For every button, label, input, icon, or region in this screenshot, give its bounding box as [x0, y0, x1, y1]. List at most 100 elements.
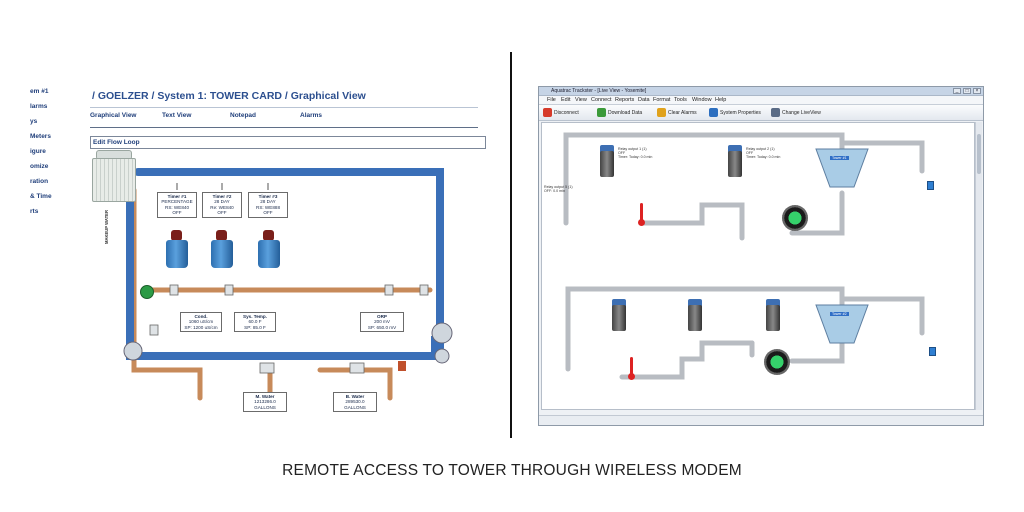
chemical-tank-icon — [166, 240, 188, 268]
reading-setpoint: SP: 650.0 mV — [367, 324, 397, 330]
reading-setpoint: SP: 1200 uS/cm — [184, 324, 218, 330]
nav-item[interactable]: ration — [30, 178, 49, 185]
toolbar-label: Clear Alarms — [668, 110, 697, 116]
water-meter-icon — [929, 347, 936, 356]
nav-item[interactable]: Meters — [30, 133, 51, 140]
chemical-feed-icon — [766, 305, 780, 331]
timer-box[interactable]: Timer #2 28 DAY Re: WE840 OFF — [202, 192, 242, 218]
tower-label[interactable]: Tower #2 — [830, 312, 849, 317]
close-icon[interactable]: × — [973, 88, 981, 94]
water-meter-box[interactable]: B. Water 289530.0 GALLONS — [333, 392, 377, 413]
toolbar-label: System Properties — [720, 110, 761, 116]
nav-item[interactable]: omize — [30, 163, 49, 170]
caption: REMOTE ACCESS TO TOWER THROUGH WIRELESS … — [282, 462, 742, 479]
reading-title: Cond. — [194, 314, 208, 319]
menu-reports[interactable]: Reports — [615, 97, 635, 103]
live-view-diagram — [563, 132, 925, 380]
reading-setpoint: SP: 85.0 F — [244, 324, 266, 330]
nav-item[interactable]: & Time — [30, 193, 52, 200]
change-liveview-button[interactable]: Change LiveView — [771, 108, 821, 118]
thermometer-icon — [628, 357, 635, 380]
nav-item[interactable]: rts — [30, 208, 39, 215]
disconnect-icon — [543, 108, 552, 118]
menu-format[interactable]: Format — [653, 97, 671, 103]
makeup-water-label: MAKEUP WATER — [104, 210, 109, 245]
meter-unit: GALLONS — [254, 404, 276, 410]
meter-icon — [349, 362, 365, 374]
cooling-tower — [92, 158, 136, 202]
pump-icon — [431, 322, 453, 344]
menu-help[interactable]: Help — [715, 97, 727, 103]
clear-alarms-button[interactable]: Clear Alarms — [657, 108, 697, 118]
gray-pipes — [563, 132, 925, 380]
divider — [90, 127, 478, 128]
edit-flow-loop-button[interactable]: Edit Flow Loop — [90, 136, 486, 149]
valve-icon — [398, 361, 406, 371]
meter-value: 289530.0 — [345, 399, 365, 405]
timer-box[interactable]: Timer #3 28 DAY RS: WE888 OFF — [248, 192, 288, 218]
temperature-box[interactable]: Sys. Temp. 60.0 F SP: 85.0 F — [234, 312, 276, 333]
nav-item[interactable]: larms — [30, 103, 48, 110]
menu-view[interactable]: View — [575, 97, 587, 103]
chemical-feed-icon — [612, 305, 626, 331]
tab-text-view[interactable]: Text View — [162, 112, 192, 119]
valve-icon — [419, 284, 429, 296]
maximize-icon[interactable]: □ — [963, 88, 971, 94]
vertical-scrollbar[interactable] — [975, 122, 982, 410]
minimize-icon[interactable]: _ — [953, 88, 961, 94]
timer-setpoint: RS: WE840 — [165, 204, 189, 210]
window-title: Aquatrac Trackster - [Live View - Yosemi… — [551, 88, 647, 94]
menu-connect[interactable]: Connect — [591, 97, 612, 103]
menu-file[interactable]: File — [547, 97, 556, 103]
timer-mode: 28 DAY — [214, 199, 230, 205]
properties-icon — [709, 108, 718, 118]
feed-pump-icon — [263, 230, 274, 241]
meter-title: B. Water — [345, 394, 365, 399]
valve-icon — [224, 284, 234, 296]
water-meter-box[interactable]: M. Water 1213286.0 GALLONS — [243, 392, 287, 413]
timer-title: Timer #2 — [212, 194, 232, 199]
nav-item[interactable]: igure — [30, 148, 46, 155]
controller-top — [612, 299, 626, 307]
menu-data[interactable]: Data — [638, 97, 650, 103]
timer-mode: 28 DAY — [260, 199, 276, 205]
timer-title: Timer #3 — [258, 194, 278, 199]
left-screenshot: em #1 larms ys Meters igure omize ration… — [30, 80, 490, 430]
meter-unit: GALLONS — [344, 404, 366, 410]
tab-notepad[interactable]: Notepad — [230, 112, 256, 119]
orp-box[interactable]: ORP 200 mV SP: 650.0 mV — [360, 312, 404, 333]
timer-box[interactable]: Timer #1 PERCENTAGE RS: WE840 OFF — [157, 192, 197, 218]
tab-graphical-view[interactable]: Graphical View — [90, 112, 137, 119]
nav-item[interactable]: em #1 — [30, 88, 49, 95]
window-titlebar: Aquatrac Trackster - [Live View - Yosemi… — [539, 87, 983, 96]
feed-pump-icon — [171, 230, 182, 241]
tower-label[interactable]: Tower #1 — [830, 156, 849, 161]
valve-icon — [149, 324, 159, 336]
timer-setpoint: RS: WE888 — [256, 204, 280, 210]
menu-tools[interactable]: Tools — [674, 97, 687, 103]
menu-bar: File Edit View Connect Reports Data Form… — [539, 96, 983, 105]
download-data-button[interactable]: Download Data — [597, 108, 642, 118]
toolbar-label: Disconnect — [554, 110, 579, 116]
toolbar: Disconnect Download Data Clear Alarms Sy… — [539, 105, 983, 121]
download-icon — [597, 108, 606, 118]
menu-edit[interactable]: Edit — [561, 97, 571, 103]
valve-icon — [169, 284, 179, 296]
tower-icon — [815, 148, 869, 188]
liveview-icon — [771, 108, 780, 118]
system-properties-button[interactable]: System Properties — [709, 108, 761, 118]
meter-value: 1213286.0 — [254, 399, 276, 405]
chemical-tank-icon — [211, 240, 233, 268]
controller-top — [728, 145, 742, 153]
disconnect-button[interactable]: Disconnect — [543, 108, 579, 118]
tab-alarms[interactable]: Alarms — [300, 112, 323, 119]
menu-window[interactable]: Window — [692, 97, 712, 103]
nav-item[interactable]: ys — [30, 118, 38, 125]
water-meter-icon — [927, 181, 934, 190]
timer-title: Timer #1 — [167, 194, 187, 199]
scrollbar-thumb[interactable] — [977, 134, 981, 174]
conductivity-box[interactable]: Cond. 1060 uS/cm SP: 1200 uS/cm — [180, 312, 222, 333]
view-tabs: Graphical View Text View Notepad Alarms — [90, 112, 478, 126]
